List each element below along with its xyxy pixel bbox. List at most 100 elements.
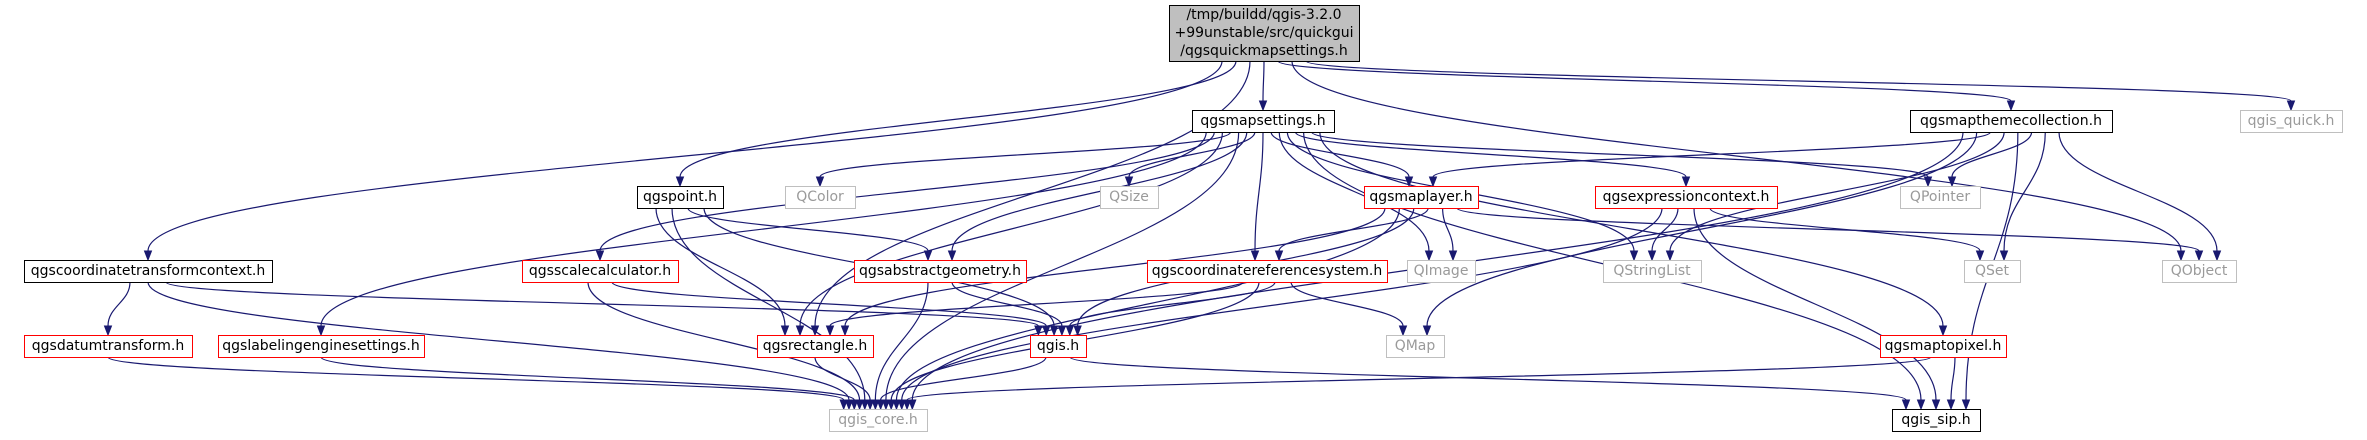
node-label: QSet [1975, 263, 2010, 279]
edge-arrowhead [1931, 399, 1941, 411]
edge-arrowhead [2176, 250, 2186, 262]
edge-arrowhead [1049, 325, 1059, 337]
node-box [1892, 409, 1981, 432]
edge-arrowhead [855, 399, 864, 411]
edge-line [1950, 356, 1956, 401]
node-maplayer[interactable]: qgsmaplayer.h [1364, 186, 1479, 209]
edge-line [320, 356, 855, 401]
edge-line [107, 281, 131, 327]
edge-arrowhead [871, 399, 880, 411]
edge-arrowhead [1274, 250, 1284, 262]
edge-line [679, 60, 1237, 178]
node-abstractgeom[interactable]: qgsabstractgeometry.h [854, 260, 1027, 283]
edge-arrowhead [908, 399, 917, 411]
edge-arrowhead [947, 250, 957, 262]
node-box [2162, 260, 2237, 283]
node-label: qgscoordinatereferencesystem.h [1152, 263, 1383, 279]
edge-crs-to-qgis_h [1065, 281, 1276, 337]
edge-maplayer-to-qgis_core [892, 207, 1400, 411]
edge-mapsettings-to-scalecalc [595, 131, 1215, 262]
edge-line [147, 60, 1223, 252]
edge-line [1456, 207, 2200, 252]
node-label: qgis_quick.h [2248, 113, 2335, 129]
edge-line [1294, 131, 1687, 178]
node-box [854, 260, 1027, 283]
node-box [1900, 186, 1981, 209]
edge-themecollection-to-maplayer [1428, 131, 1992, 188]
edge-mapsettings-to-qpointer [1311, 131, 1933, 188]
edge-line [320, 131, 1207, 327]
edge-mapsettings-to-qimage [1278, 131, 1434, 262]
edge-arrowhead [316, 325, 326, 337]
edge-line [799, 131, 1224, 327]
edge-arrowhead [1428, 176, 1438, 188]
edge-qgspoint-to-abstractgeom [687, 207, 933, 262]
edge-arrowhead [1947, 176, 1957, 188]
node-box [785, 186, 856, 209]
node-crs[interactable]: qgscoordinatereferencesystem.h [1147, 260, 1388, 283]
node-box [1169, 5, 1360, 62]
edge-mapsettings-to-qgsrectangle [795, 131, 1224, 337]
edge-arrowhead [892, 399, 901, 411]
edge-arrowhead [902, 399, 912, 411]
node-exprcontext[interactable]: qgsexpressioncontext.h [1595, 186, 1778, 209]
edge-line [844, 207, 1386, 327]
edge-mapsettings-to-labelengine [316, 131, 1207, 337]
edge-abstractgeom-to-qgis_core [871, 281, 929, 411]
node-labelengine[interactable]: qgslabelingenginesettings.h [218, 335, 425, 358]
node-maptopixel[interactable]: qgsmaptopixel.h [1880, 335, 2007, 358]
edge-crs-to-qgsrectangle [825, 281, 1244, 337]
edge-line [1426, 131, 1978, 327]
node-box [1407, 260, 1476, 283]
edge-line [1442, 207, 1454, 252]
edge-line [874, 281, 929, 401]
edge-line [1311, 131, 1929, 178]
edge-line [951, 281, 1063, 327]
edge-root-to-qgspoint [675, 60, 1237, 188]
edge-themecollection-to-qstringlist [1665, 131, 2005, 262]
edge-line [107, 356, 845, 401]
edge-line [655, 207, 786, 327]
edge-arrowhead [1422, 325, 1432, 337]
node-coordtransform[interactable]: qgscoordinatetransformcontext.h [24, 260, 273, 283]
node-qgspoint[interactable]: qgspoint.h [637, 186, 724, 209]
edge-arrowhead [1057, 325, 1067, 337]
node-qgsrectangle[interactable]: qgsrectangle.h [757, 335, 874, 358]
edge-arrowhead [1923, 176, 1933, 188]
node-qobject: QObject [2162, 260, 2237, 283]
node-box [1880, 335, 2007, 358]
edge-arrowhead [844, 399, 854, 411]
node-label: qgslabelingenginesettings.h [222, 338, 419, 354]
node-qgis_sip[interactable]: qgis_sip.h [1892, 409, 1981, 432]
edge-arrowhead [897, 399, 906, 411]
node-label: qgscoordinatetransformcontext.h [31, 263, 265, 279]
edge-line [1069, 281, 1276, 327]
edge-line [829, 281, 1244, 327]
edge-qgspoint-to-qgsrectangle [655, 207, 790, 337]
node-root[interactable]: /tmp/buildd/qgis-3.2.0+99unstable/src/qu… [1169, 5, 1360, 62]
edge-arrowhead [1946, 399, 1956, 411]
node-label: QImage [1414, 263, 1469, 279]
edges-layer [103, 60, 2296, 411]
node-label: /tmp/buildd/qgis-3.2.0 [1186, 7, 1341, 23]
node-box [1192, 110, 1335, 133]
node-scalecalc[interactable]: qgsscalecalculator.h [522, 260, 679, 283]
edge-arrowhead [595, 250, 605, 262]
node-box [1964, 260, 2021, 283]
edge-arrowhead [1975, 250, 1985, 262]
node-themecollection[interactable]: qgsmapthemecollection.h [1910, 110, 2113, 133]
edge-line [1651, 207, 1679, 252]
node-datumtransform[interactable]: qgsdatumtransform.h [24, 335, 193, 358]
edge-mapsettings-to-abstractgeom [947, 131, 1248, 262]
edge-line [819, 131, 1232, 178]
edge-scalecalc-to-qgis_h [611, 281, 1051, 337]
edge-maptopixel-to-qgis_core [902, 356, 1932, 411]
node-mapsettings[interactable]: qgsmapsettings.h [1192, 110, 1335, 133]
node-qgis_h[interactable]: qgis.h [1030, 335, 1087, 358]
edge-arrowhead [2006, 100, 2016, 112]
edge-arrowhead [1665, 250, 1675, 262]
edge-arrowhead [1629, 250, 1639, 262]
edge-maptopixel-to-qgis_sip [1946, 356, 1956, 411]
node-label: qgsmapsettings.h [1200, 113, 1325, 129]
node-label: QMap [1395, 338, 1436, 354]
